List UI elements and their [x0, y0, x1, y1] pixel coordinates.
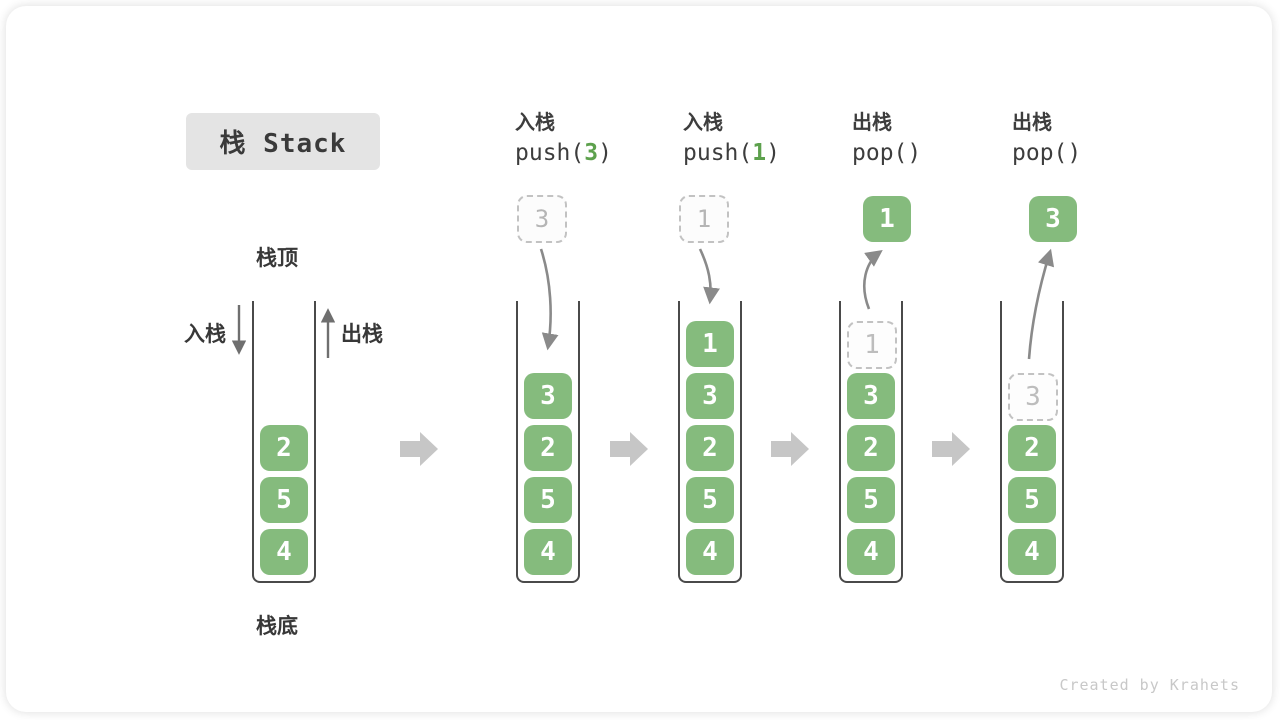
pop-side-label: 出栈	[341, 323, 383, 346]
operation-name: 入栈	[683, 112, 723, 134]
stack-block: 3	[847, 373, 895, 419]
stack-block: 4	[524, 529, 572, 575]
stack-container-after-push-1	[678, 301, 742, 583]
stack-container-after-pop-1	[839, 301, 903, 583]
operation-name: 出栈	[852, 112, 892, 134]
operation-name: 出栈	[1012, 112, 1052, 134]
stack-block: 4	[1008, 529, 1056, 575]
operation-label-1: 入栈 push(3)	[515, 106, 612, 166]
code-close: )	[907, 140, 922, 166]
operation-label-2: 入栈 push(1)	[683, 106, 780, 166]
code-close: )	[1067, 140, 1082, 166]
stack-container-after-pop-3	[1000, 301, 1064, 583]
popped-element-block: 1	[863, 196, 911, 242]
code-close: )	[598, 140, 612, 166]
operation-code: pop()	[1012, 140, 1081, 166]
stack-top-label: 栈顶	[256, 247, 298, 270]
stack-block: 5	[686, 477, 734, 523]
code-fn: push(	[515, 140, 585, 166]
stack-block: 5	[847, 477, 895, 523]
stack-block: 4	[686, 529, 734, 575]
code-arg: 1	[752, 140, 767, 166]
stack-block: 2	[260, 425, 308, 471]
stack-bottom-label: 栈底	[256, 615, 298, 638]
operation-label-4: 出栈 pop()	[1012, 106, 1081, 166]
stack-block: 2	[1008, 425, 1056, 471]
stack-block: 5	[1008, 477, 1056, 523]
incoming-element-box: 3	[517, 195, 567, 243]
page-title: 栈 Stack	[219, 129, 347, 159]
code-arg: 3	[584, 140, 599, 166]
code-fn: pop(	[1012, 140, 1068, 166]
code-close: )	[766, 140, 780, 166]
stack-block: 5	[524, 477, 572, 523]
popped-element-block: 3	[1029, 196, 1077, 242]
stack-block: 5	[260, 477, 308, 523]
stack-block: 2	[524, 425, 572, 471]
operation-code: pop()	[852, 140, 921, 166]
stack-block: 3	[686, 373, 734, 419]
stack-block: 4	[260, 529, 308, 575]
operation-code: push(1)	[683, 140, 780, 166]
stack-block: 2	[847, 425, 895, 471]
incoming-element-box: 1	[679, 195, 729, 243]
stack-block: 2	[686, 425, 734, 471]
stack-block: 4	[847, 529, 895, 575]
stack-block: 3	[524, 373, 572, 419]
title-box: 栈 Stack	[186, 113, 380, 170]
operation-code: push(3)	[515, 140, 612, 166]
code-fn: pop(	[852, 140, 908, 166]
stack-container-initial	[252, 301, 316, 583]
operation-name: 入栈	[515, 112, 555, 134]
watermark: Created by Krahets	[1059, 676, 1240, 694]
operation-label-3: 出栈 pop()	[852, 106, 921, 166]
code-fn: push(	[683, 140, 753, 166]
popped-ghost-slot: 3	[1008, 373, 1058, 421]
push-side-label: 入栈	[184, 323, 226, 346]
canvas-card	[6, 6, 1272, 712]
stack-block: 1	[686, 321, 734, 367]
stack-container-after-push-3	[516, 301, 580, 583]
popped-ghost-slot: 1	[847, 321, 897, 369]
